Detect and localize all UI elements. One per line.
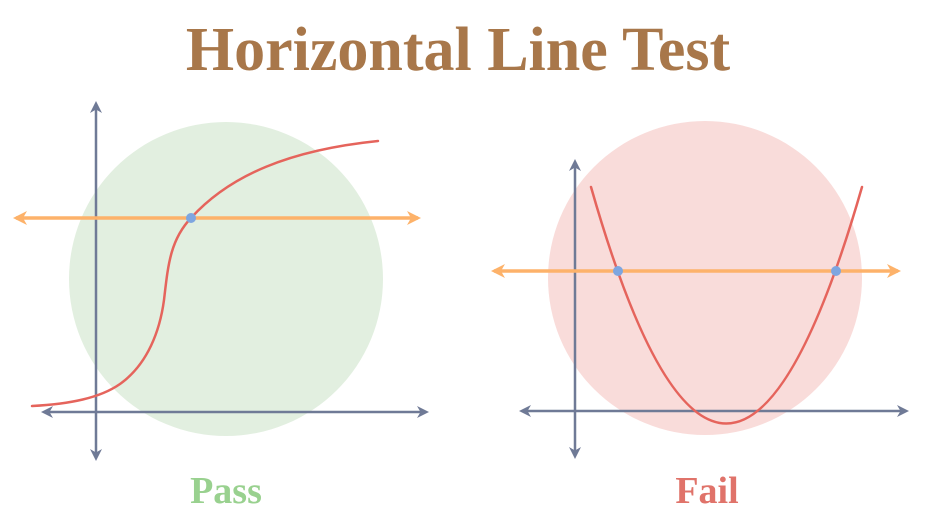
pass-s-curve (30, 139, 380, 408)
fail-panel (491, 121, 909, 459)
fail-intersection-point-left (613, 266, 623, 276)
pass-background-circle (69, 122, 383, 436)
pass-panel (13, 101, 429, 461)
fail-intersection-point-right (831, 266, 841, 276)
pass-intersection-point (186, 213, 196, 223)
page-title: Horizontal Line Test (185, 16, 731, 84)
fail-parabola-curve (589, 185, 864, 425)
fail-background-circle (548, 121, 862, 435)
pass-label: Pass (190, 470, 262, 512)
fail-label: Fail (675, 470, 739, 512)
